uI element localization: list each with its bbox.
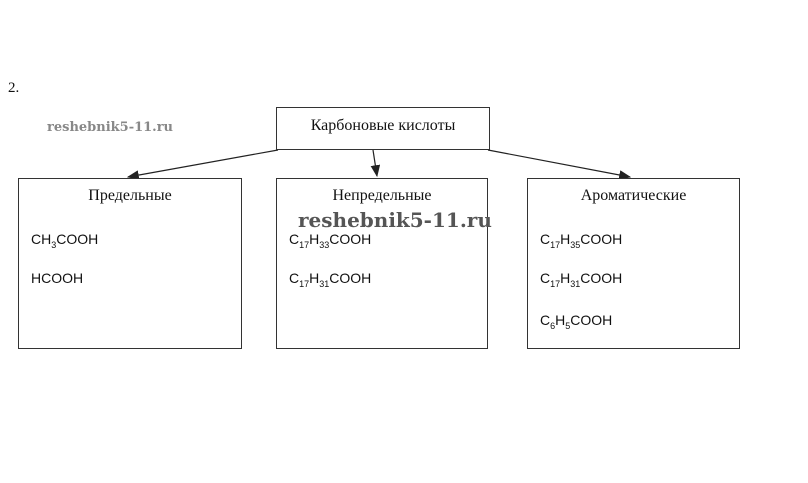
category-unsaturated: Непредельные C17H33COOH C17H31COOH <box>276 178 488 349</box>
formula: C17H31COOH <box>289 270 372 289</box>
arrow-to-aromatic <box>487 149 632 180</box>
formula: C17H33COOH <box>289 231 372 250</box>
problem-number: 2. <box>8 80 20 96</box>
category-aromatic: Ароматические C17H35COOH C17H31COOH C6H5… <box>527 178 740 349</box>
formula: HCOOH <box>31 270 84 286</box>
arrow-to-unsaturated <box>370 149 381 178</box>
category-title: Ароматические <box>580 187 687 204</box>
formula: C17H35COOH <box>540 231 623 250</box>
category-title: Непредельные <box>332 187 432 204</box>
root-title: Карбоновые кислоты <box>310 117 456 134</box>
category-saturated: Предельные CH3COOH HCOOH <box>18 178 242 349</box>
watermark-text: reshebnik5-11.ru <box>47 120 174 135</box>
category-title: Предельные <box>88 187 172 204</box>
formula: CH3COOH <box>31 231 99 250</box>
arrow-to-saturated <box>126 149 279 180</box>
formula: C17H31COOH <box>540 270 623 289</box>
root-node: Карбоновые кислоты <box>276 107 490 150</box>
formula: C6H5COOH <box>540 312 613 331</box>
watermark-text: reshebnik5-11.ru <box>298 208 492 232</box>
